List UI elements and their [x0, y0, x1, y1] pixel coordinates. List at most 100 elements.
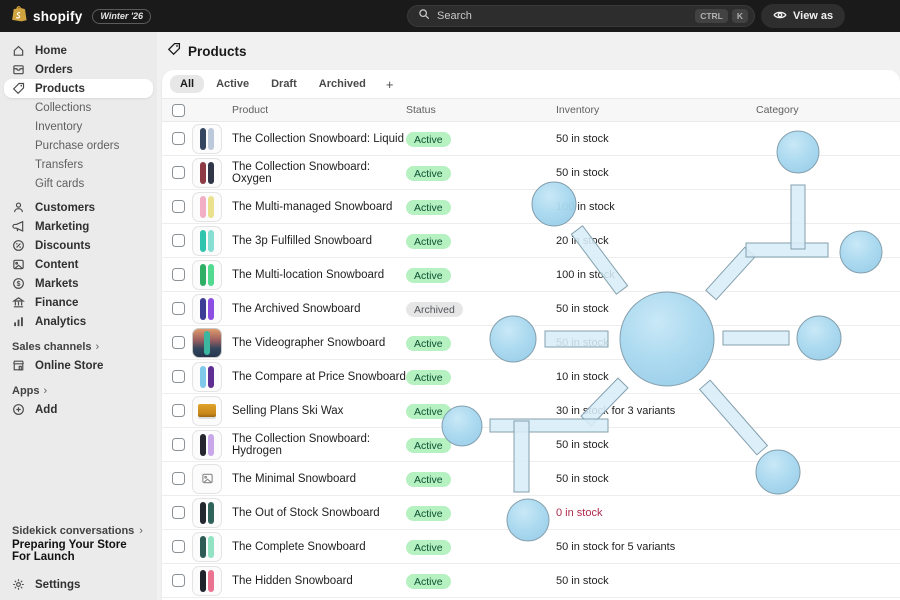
- sidebar-item-content[interactable]: Content: [4, 255, 153, 274]
- column-header-inventory[interactable]: Inventory: [556, 104, 600, 116]
- product-name[interactable]: The Out of Stock Snowboard: [232, 506, 380, 519]
- page-title: Products: [188, 43, 247, 59]
- tab-all[interactable]: All: [170, 75, 205, 93]
- search-placeholder: Search: [437, 10, 472, 22]
- edition-badge[interactable]: Winter '26: [92, 8, 151, 24]
- product-name[interactable]: The Complete Snowboard: [232, 540, 366, 553]
- sidebar-item-collections[interactable]: Collections: [35, 101, 92, 114]
- product-thumbnail: [192, 497, 222, 528]
- product-name[interactable]: The Compare at Price Snowboard: [232, 370, 406, 383]
- row-checkbox[interactable]: [172, 166, 185, 179]
- tab-archived[interactable]: Archived: [309, 75, 376, 93]
- product-thumbnail: [192, 225, 222, 256]
- row-checkbox[interactable]: [172, 540, 185, 553]
- status-badge: Active: [406, 336, 451, 351]
- row-checkbox[interactable]: [172, 132, 185, 145]
- sidebar-item-markets[interactable]: $Markets: [4, 274, 153, 293]
- status-badge: Active: [406, 268, 451, 283]
- row-checkbox[interactable]: [172, 302, 185, 315]
- product-name[interactable]: The Multi-location Snowboard: [232, 268, 385, 281]
- product-name[interactable]: The Collection Snowboard: Hydrogen: [232, 432, 371, 457]
- shopify-logo[interactable]: shopify Winter '26: [0, 5, 151, 28]
- tab-draft[interactable]: Draft: [261, 75, 307, 93]
- product-thumbnail: [192, 191, 222, 222]
- table-row[interactable]: The Complete Snowboard Active 50 in stock …: [162, 530, 900, 564]
- product-name[interactable]: Selling Plans Ski Wax: [232, 404, 344, 417]
- view-as-button[interactable]: View as: [761, 4, 846, 28]
- row-checkbox[interactable]: [172, 234, 185, 247]
- product-name[interactable]: The Collection Snowboard: Oxygen: [232, 160, 371, 185]
- eye-icon: [773, 9, 787, 24]
- finance-icon: [12, 296, 27, 309]
- product-name[interactable]: The Hidden Snowboard: [232, 574, 353, 587]
- view-as-label: View as: [793, 10, 834, 22]
- row-checkbox[interactable]: [172, 336, 185, 349]
- sidebar-item-add[interactable]: Add: [4, 400, 153, 419]
- sidebar-item-discounts[interactable]: Discounts: [4, 236, 153, 255]
- product-name[interactable]: The Minimal Snowboard: [232, 472, 357, 485]
- sidebar-item-inventory[interactable]: Inventory: [35, 120, 83, 133]
- column-header-status[interactable]: Status: [406, 104, 436, 116]
- topbar: shopify Winter '26 Search CTRL K View as: [0, 0, 900, 32]
- search-input[interactable]: Search CTRL K: [407, 5, 755, 27]
- row-checkbox[interactable]: [172, 200, 185, 213]
- row-checkbox[interactable]: [172, 506, 185, 519]
- sidebar-item-online-store[interactable]: Online Store: [4, 356, 153, 375]
- product-name[interactable]: The Archived Snowboard: [232, 302, 361, 315]
- row-checkbox[interactable]: [172, 472, 185, 485]
- sidebar-section-apps[interactable]: Apps›: [12, 384, 48, 397]
- row-checkbox[interactable]: [172, 438, 185, 451]
- inventory-value: 50 in stock for 5 variants: [556, 540, 676, 553]
- inventory-value: 30 in stock for 3 variants: [556, 404, 676, 417]
- add-view-button[interactable]: +: [378, 75, 402, 94]
- sidebar-item-analytics[interactable]: Analytics: [4, 312, 153, 331]
- row-checkbox[interactable]: [172, 574, 185, 587]
- product-name[interactable]: The Collection Snowboard: Liquid: [232, 132, 404, 145]
- product-thumbnail: [192, 531, 222, 562]
- product-name[interactable]: The Videographer Snowboard: [232, 336, 386, 349]
- product-name[interactable]: The 3p Fulfilled Snowboard: [232, 234, 372, 247]
- shortcut-k-key: K: [731, 9, 748, 23]
- tab-active[interactable]: Active: [206, 75, 259, 93]
- select-all-checkbox[interactable]: [172, 103, 185, 117]
- sidebar-item-customers[interactable]: Customers: [4, 198, 153, 217]
- product-thumbnail: [192, 157, 222, 188]
- discount-icon: [12, 239, 27, 252]
- sidebar-item-purchase-orders[interactable]: Purchase orders: [35, 139, 120, 152]
- row-checkbox[interactable]: [172, 370, 185, 383]
- status-badge: Archived: [406, 302, 463, 317]
- row-checkbox[interactable]: [172, 404, 185, 417]
- column-header-product[interactable]: Product: [232, 104, 269, 116]
- column-header-category[interactable]: Category: [756, 104, 799, 116]
- sidebar-item-orders[interactable]: Orders: [4, 60, 153, 79]
- sidekick-conversations-item[interactable]: Sidekick conversations ›: [12, 525, 143, 537]
- sidebar-item-home[interactable]: Home: [4, 41, 153, 60]
- sidebar-item-finance[interactable]: Finance: [4, 293, 153, 312]
- product-thumbnail: [192, 327, 222, 358]
- launch-guide-item[interactable]: Preparing Your Store For Launch: [12, 539, 127, 563]
- sidebar-item-gift-cards[interactable]: Gift cards: [35, 177, 85, 190]
- sidebar-item-products[interactable]: Products: [4, 79, 153, 98]
- row-checkbox[interactable]: [172, 268, 185, 281]
- sidebar-item-transfers[interactable]: Transfers: [35, 158, 84, 171]
- sidebar-item-settings[interactable]: Settings: [4, 575, 153, 594]
- product-name[interactable]: The Multi-managed Snowboard: [232, 200, 393, 213]
- sidebar-section-sales-channels[interactable]: Sales channels›: [12, 340, 100, 353]
- person-icon: [12, 201, 27, 214]
- sidebar-item-marketing[interactable]: Marketing: [4, 217, 153, 236]
- status-badge: Active: [406, 540, 451, 555]
